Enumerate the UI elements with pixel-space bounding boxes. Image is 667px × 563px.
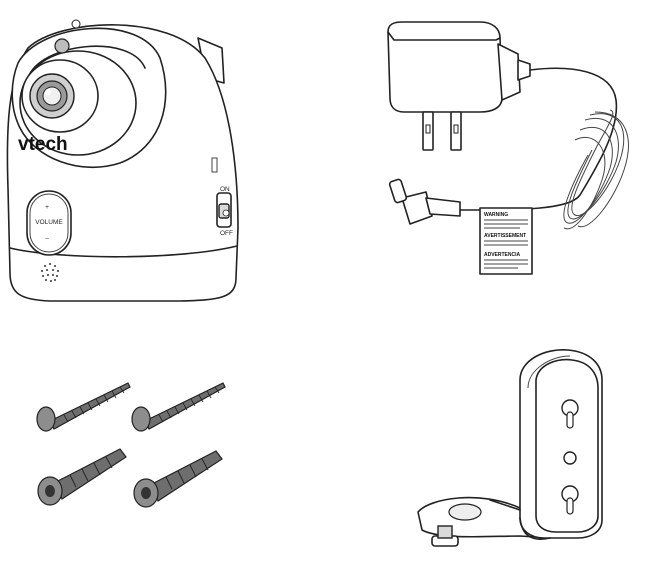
- warning-label-3: ADVERTENCIA: [484, 252, 521, 258]
- warning-label-2: AVERTISSEMENT: [484, 233, 526, 239]
- center-hole: [564, 452, 576, 464]
- screws-and-anchors: [30, 375, 235, 520]
- wall-mount-bracket: [410, 340, 620, 558]
- screw-2: [132, 383, 225, 431]
- volume-minus-label: –: [45, 235, 49, 242]
- wall-anchor-2: [134, 451, 222, 507]
- wall-anchor-1: [38, 449, 126, 505]
- brand-logo: vtech: [18, 134, 68, 155]
- screw-1: [37, 383, 130, 431]
- power-adapter: WARNING AVERTISSEMENT ADVERTENCIA: [380, 20, 645, 280]
- switch-on-label: ON: [220, 186, 230, 193]
- camera-unit: vtech + VOLUME – ON OFF: [0, 8, 240, 308]
- switch-off-label: OFF: [220, 230, 233, 237]
- warning-label-1: WARNING: [484, 212, 508, 218]
- volume-plus-label: +: [45, 204, 49, 211]
- volume-label: VOLUME: [35, 219, 63, 226]
